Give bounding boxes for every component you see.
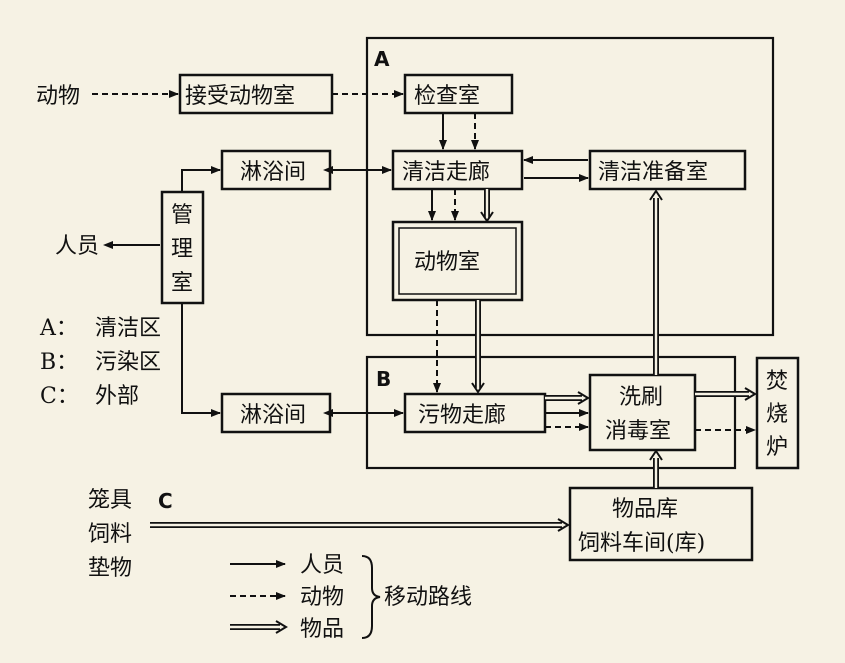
flow-management-to-shower-top [181, 166, 221, 192]
incinerator-box [755, 356, 800, 470]
region-a-label: A [374, 47, 390, 71]
storage-label-2: 饲料车间(库) [578, 531, 705, 556]
legend-b-key: B： [40, 350, 78, 375]
clean-prep-room-box [588, 149, 747, 191]
supplies-cages: 笼具 [88, 488, 132, 513]
storage-label-1: 物品库 [612, 497, 678, 522]
dirty-corridor-label: 污物走廊 [418, 403, 506, 428]
region-a-clean-zone [365, 36, 775, 337]
clean-corridor-label: 清洁走廊 [402, 160, 490, 185]
incinerator-char-1: 焚 [766, 369, 788, 394]
inspection-room-label: 检查室 [414, 84, 480, 109]
wash-room-label-2: 消毒室 [605, 419, 671, 444]
receiving-room-label: 接受动物室 [185, 84, 295, 109]
wash-room-box [588, 373, 697, 452]
legend-c-key: C： [40, 384, 79, 409]
management-room-char-3: 室 [171, 271, 193, 296]
legend-b-label: 污染区 [95, 350, 161, 375]
personnel-text: 人员 [55, 234, 99, 259]
storage-box [568, 486, 754, 562]
legend-a-key: A： [39, 316, 78, 341]
incinerator-char-2: 烧 [766, 402, 788, 427]
animal-room-inner-box [398, 227, 517, 295]
legend-brace [361, 555, 381, 639]
legend-c-label: 外部 [95, 384, 139, 409]
animal-source-text: 动物 [36, 84, 80, 109]
clean-prep-room-label: 清洁准备室 [598, 160, 708, 185]
legend-title: 移动路线 [384, 585, 472, 610]
legend-animal-label: 动物 [300, 585, 344, 610]
incinerator-char-3: 炉 [766, 435, 788, 460]
management-room-char-1: 管 [171, 203, 193, 228]
shower-top-label: 淋浴间 [240, 160, 306, 185]
supplies-feed: 饲料 [88, 522, 132, 547]
wash-room-label-1: 洗刷 [619, 385, 663, 410]
region-b-label: B [376, 367, 391, 391]
inspection-room-box [403, 73, 514, 115]
management-room-char-2: 理 [171, 237, 193, 262]
legend-personnel-label: 人员 [300, 553, 344, 578]
supplies-bedding: 垫物 [88, 556, 132, 581]
clean-corridor-box [391, 149, 524, 191]
animal-room-outer-box [391, 220, 524, 302]
shower-bottom-label: 淋浴间 [240, 403, 306, 428]
flow-management-to-shower-bottom [181, 303, 221, 417]
animal-room-label: 动物室 [414, 250, 480, 275]
legend-goods-label: 物品 [300, 617, 344, 642]
region-c-label: C [158, 489, 173, 513]
legend-a-label: 清洁区 [95, 316, 161, 341]
